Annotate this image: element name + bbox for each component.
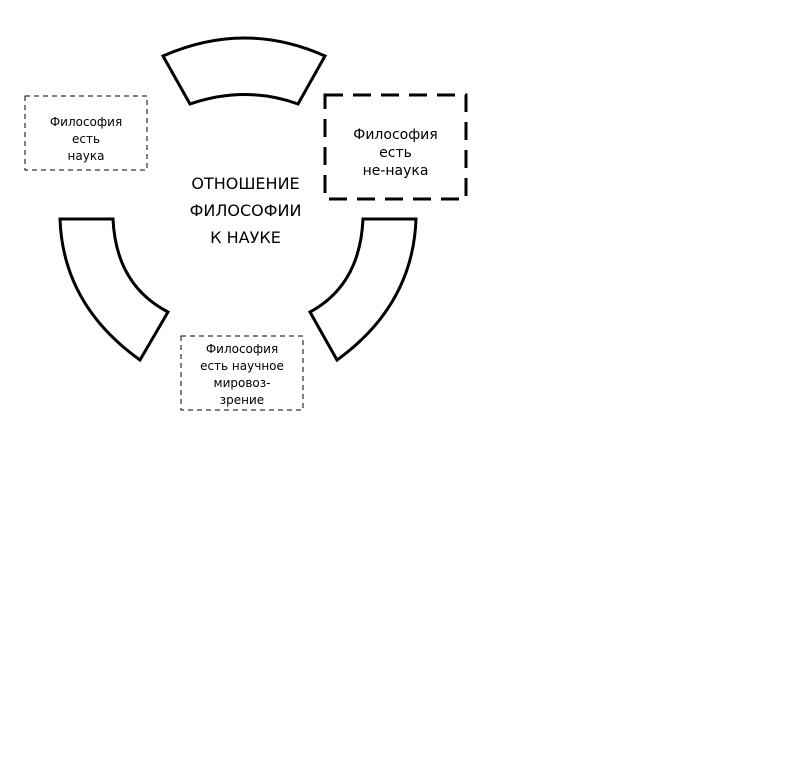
node-bottom-line-2: есть научное [200,359,284,373]
box-left [24,95,148,171]
node-right-label: Философия есть не-наука [326,126,465,180]
node-left-line-2: есть [71,132,101,146]
center-title-line-1: ОТНОШЕНИЕ [191,174,300,193]
arc-segment-left [58,217,171,363]
node-left-label: Философия есть наука [25,114,147,165]
center-title-line-3: К НАУКЕ [210,228,281,247]
node-bottom-line-1: Философия [205,342,279,356]
node-left-line-1: Философия [49,115,123,129]
center-title: ОТНОШЕНИЕ ФИЛОСОФИИ К НАУКЕ [168,170,323,251]
box-bottom [180,335,304,411]
node-bottom-line-3: мировоз- [213,376,271,390]
node-bottom-line-4: зрение [219,393,265,407]
node-bottom-label: Философия есть научное мировоз- зрение [181,341,303,409]
node-right-line-1: Философия [353,127,438,143]
node-right-line-3: не-наука [362,163,429,179]
arc-segment-top [160,36,328,106]
center-title-line-2: ФИЛОСОФИИ [189,201,302,220]
node-left-line-3: наука [67,149,105,163]
box-right [323,93,468,201]
arc-segment-right [307,217,418,363]
node-right-line-2: есть [379,145,412,161]
